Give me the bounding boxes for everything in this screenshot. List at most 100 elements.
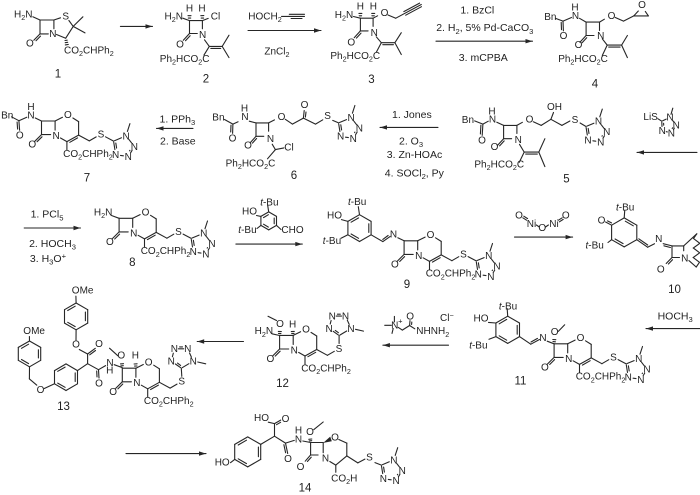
svg-text:O: O xyxy=(577,333,585,344)
svg-text:Ph2HCO2C: Ph2HCO2C xyxy=(474,159,524,172)
svg-text:9: 9 xyxy=(404,279,410,291)
svg-text:O: O xyxy=(142,207,150,218)
svg-text:10: 10 xyxy=(668,284,681,296)
svg-text:O: O xyxy=(72,339,80,350)
svg-text:O: O xyxy=(64,110,72,121)
svg-text:O: O xyxy=(347,38,355,49)
svg-text:+: + xyxy=(398,316,403,325)
svg-text:O: O xyxy=(109,387,117,398)
svg-text:N: N xyxy=(515,135,522,146)
svg-text:N: N xyxy=(241,112,248,123)
svg-text:Cl: Cl xyxy=(284,143,293,154)
svg-text:14: 14 xyxy=(299,483,312,495)
svg-text:N: N xyxy=(322,453,329,464)
svg-text:Ph2HCO2C: Ph2HCO2C xyxy=(558,54,608,67)
svg-text:CO2CHPh2: CO2CHPh2 xyxy=(63,149,113,162)
svg-text:H: H xyxy=(289,320,296,331)
svg-text:O: O xyxy=(229,133,237,144)
svg-text:O: O xyxy=(575,40,583,51)
svg-text:O: O xyxy=(427,230,435,241)
svg-text:HOCH2: HOCH2 xyxy=(248,12,281,25)
svg-text:2. Base: 2. Base xyxy=(160,135,196,147)
svg-text:t-Bu: t-Bu xyxy=(323,236,341,247)
svg-text:O: O xyxy=(95,378,103,389)
svg-text:N: N xyxy=(390,230,397,241)
svg-text:N: N xyxy=(597,138,604,149)
svg-text:O: O xyxy=(28,140,36,151)
svg-text:O: O xyxy=(267,354,275,365)
svg-text:O: O xyxy=(331,433,339,444)
svg-text:O: O xyxy=(515,210,523,221)
svg-text:S: S xyxy=(366,453,373,464)
svg-text:Ph2HCO2C: Ph2HCO2C xyxy=(226,158,276,171)
svg-text:N: N xyxy=(681,253,688,264)
svg-text:CO2CHPh2: CO2CHPh2 xyxy=(64,46,114,59)
svg-text:HO: HO xyxy=(254,413,269,424)
svg-text:H: H xyxy=(106,366,113,377)
svg-text:N: N xyxy=(356,124,363,135)
svg-text:H: H xyxy=(241,103,248,114)
svg-text:O: O xyxy=(176,40,184,51)
svg-text:N: N xyxy=(673,120,680,131)
svg-text:Ph2HCO2C: Ph2HCO2C xyxy=(160,54,210,67)
svg-text:N: N xyxy=(122,131,129,142)
svg-text:CO2CHPh2: CO2CHPh2 xyxy=(426,269,476,282)
svg-text:O: O xyxy=(106,237,114,248)
svg-text:Bn: Bn xyxy=(462,115,474,126)
svg-text:t-Bu: t-Bu xyxy=(238,225,256,236)
svg-text:O: O xyxy=(282,414,290,425)
svg-text:N: N xyxy=(291,345,298,356)
svg-text:H2N: H2N xyxy=(14,9,32,22)
svg-text:t-Bu: t-Bu xyxy=(499,301,517,312)
svg-text:N: N xyxy=(668,128,675,139)
svg-text:N: N xyxy=(659,126,666,137)
svg-text:N: N xyxy=(131,142,138,153)
svg-text:Bn: Bn xyxy=(212,113,224,124)
svg-text:HO: HO xyxy=(215,457,230,468)
svg-text:11: 11 xyxy=(515,376,527,388)
svg-text:N: N xyxy=(52,131,59,142)
svg-text:12: 12 xyxy=(276,378,289,390)
svg-text:O: O xyxy=(276,319,284,330)
svg-text:HO: HO xyxy=(474,313,489,324)
svg-text:H2N: H2N xyxy=(94,207,112,220)
svg-text:N: N xyxy=(190,357,197,368)
svg-text:N: N xyxy=(267,134,274,145)
svg-text:O: O xyxy=(541,362,549,373)
svg-text:O: O xyxy=(117,351,125,362)
svg-text:3. mCPBA: 3. mCPBA xyxy=(459,52,508,64)
svg-text:N: N xyxy=(125,152,132,163)
svg-text:N: N xyxy=(347,113,354,124)
svg-text:CO2CHPh2: CO2CHPh2 xyxy=(301,363,351,376)
svg-text:N: N xyxy=(133,378,140,389)
svg-text:HO: HO xyxy=(327,210,342,221)
svg-text:N: N xyxy=(565,354,572,365)
svg-text:N: N xyxy=(603,127,610,138)
svg-text:6: 6 xyxy=(291,170,297,182)
svg-text:N: N xyxy=(347,324,354,335)
svg-text:S: S xyxy=(62,11,69,22)
svg-text:O: O xyxy=(284,454,292,465)
svg-text:O: O xyxy=(26,38,34,49)
svg-text:2. HOCH3: 2. HOCH3 xyxy=(29,238,76,252)
svg-text:N: N xyxy=(27,111,34,122)
svg-text:O: O xyxy=(302,325,310,336)
svg-text:N: N xyxy=(595,117,602,128)
svg-text:N: N xyxy=(112,150,119,161)
svg-text:N: N xyxy=(399,466,406,477)
svg-text:S: S xyxy=(175,227,182,238)
svg-text:O: O xyxy=(145,357,153,368)
svg-text:N: N xyxy=(493,262,500,273)
svg-text:HOCH3: HOCH3 xyxy=(658,311,693,325)
svg-text:1. BzCl: 1. BzCl xyxy=(460,4,494,16)
svg-text:Ni: Ni xyxy=(527,219,536,230)
svg-text:1. PCl5: 1. PCl5 xyxy=(31,209,64,223)
svg-text:N: N xyxy=(635,354,642,365)
svg-text:O: O xyxy=(244,140,252,151)
svg-text:O: O xyxy=(306,427,314,438)
svg-text:H: H xyxy=(357,1,364,12)
svg-text:O: O xyxy=(297,462,305,473)
svg-text:S: S xyxy=(98,130,105,141)
svg-text:H: H xyxy=(132,351,139,362)
svg-text:Bn: Bn xyxy=(1,111,13,122)
